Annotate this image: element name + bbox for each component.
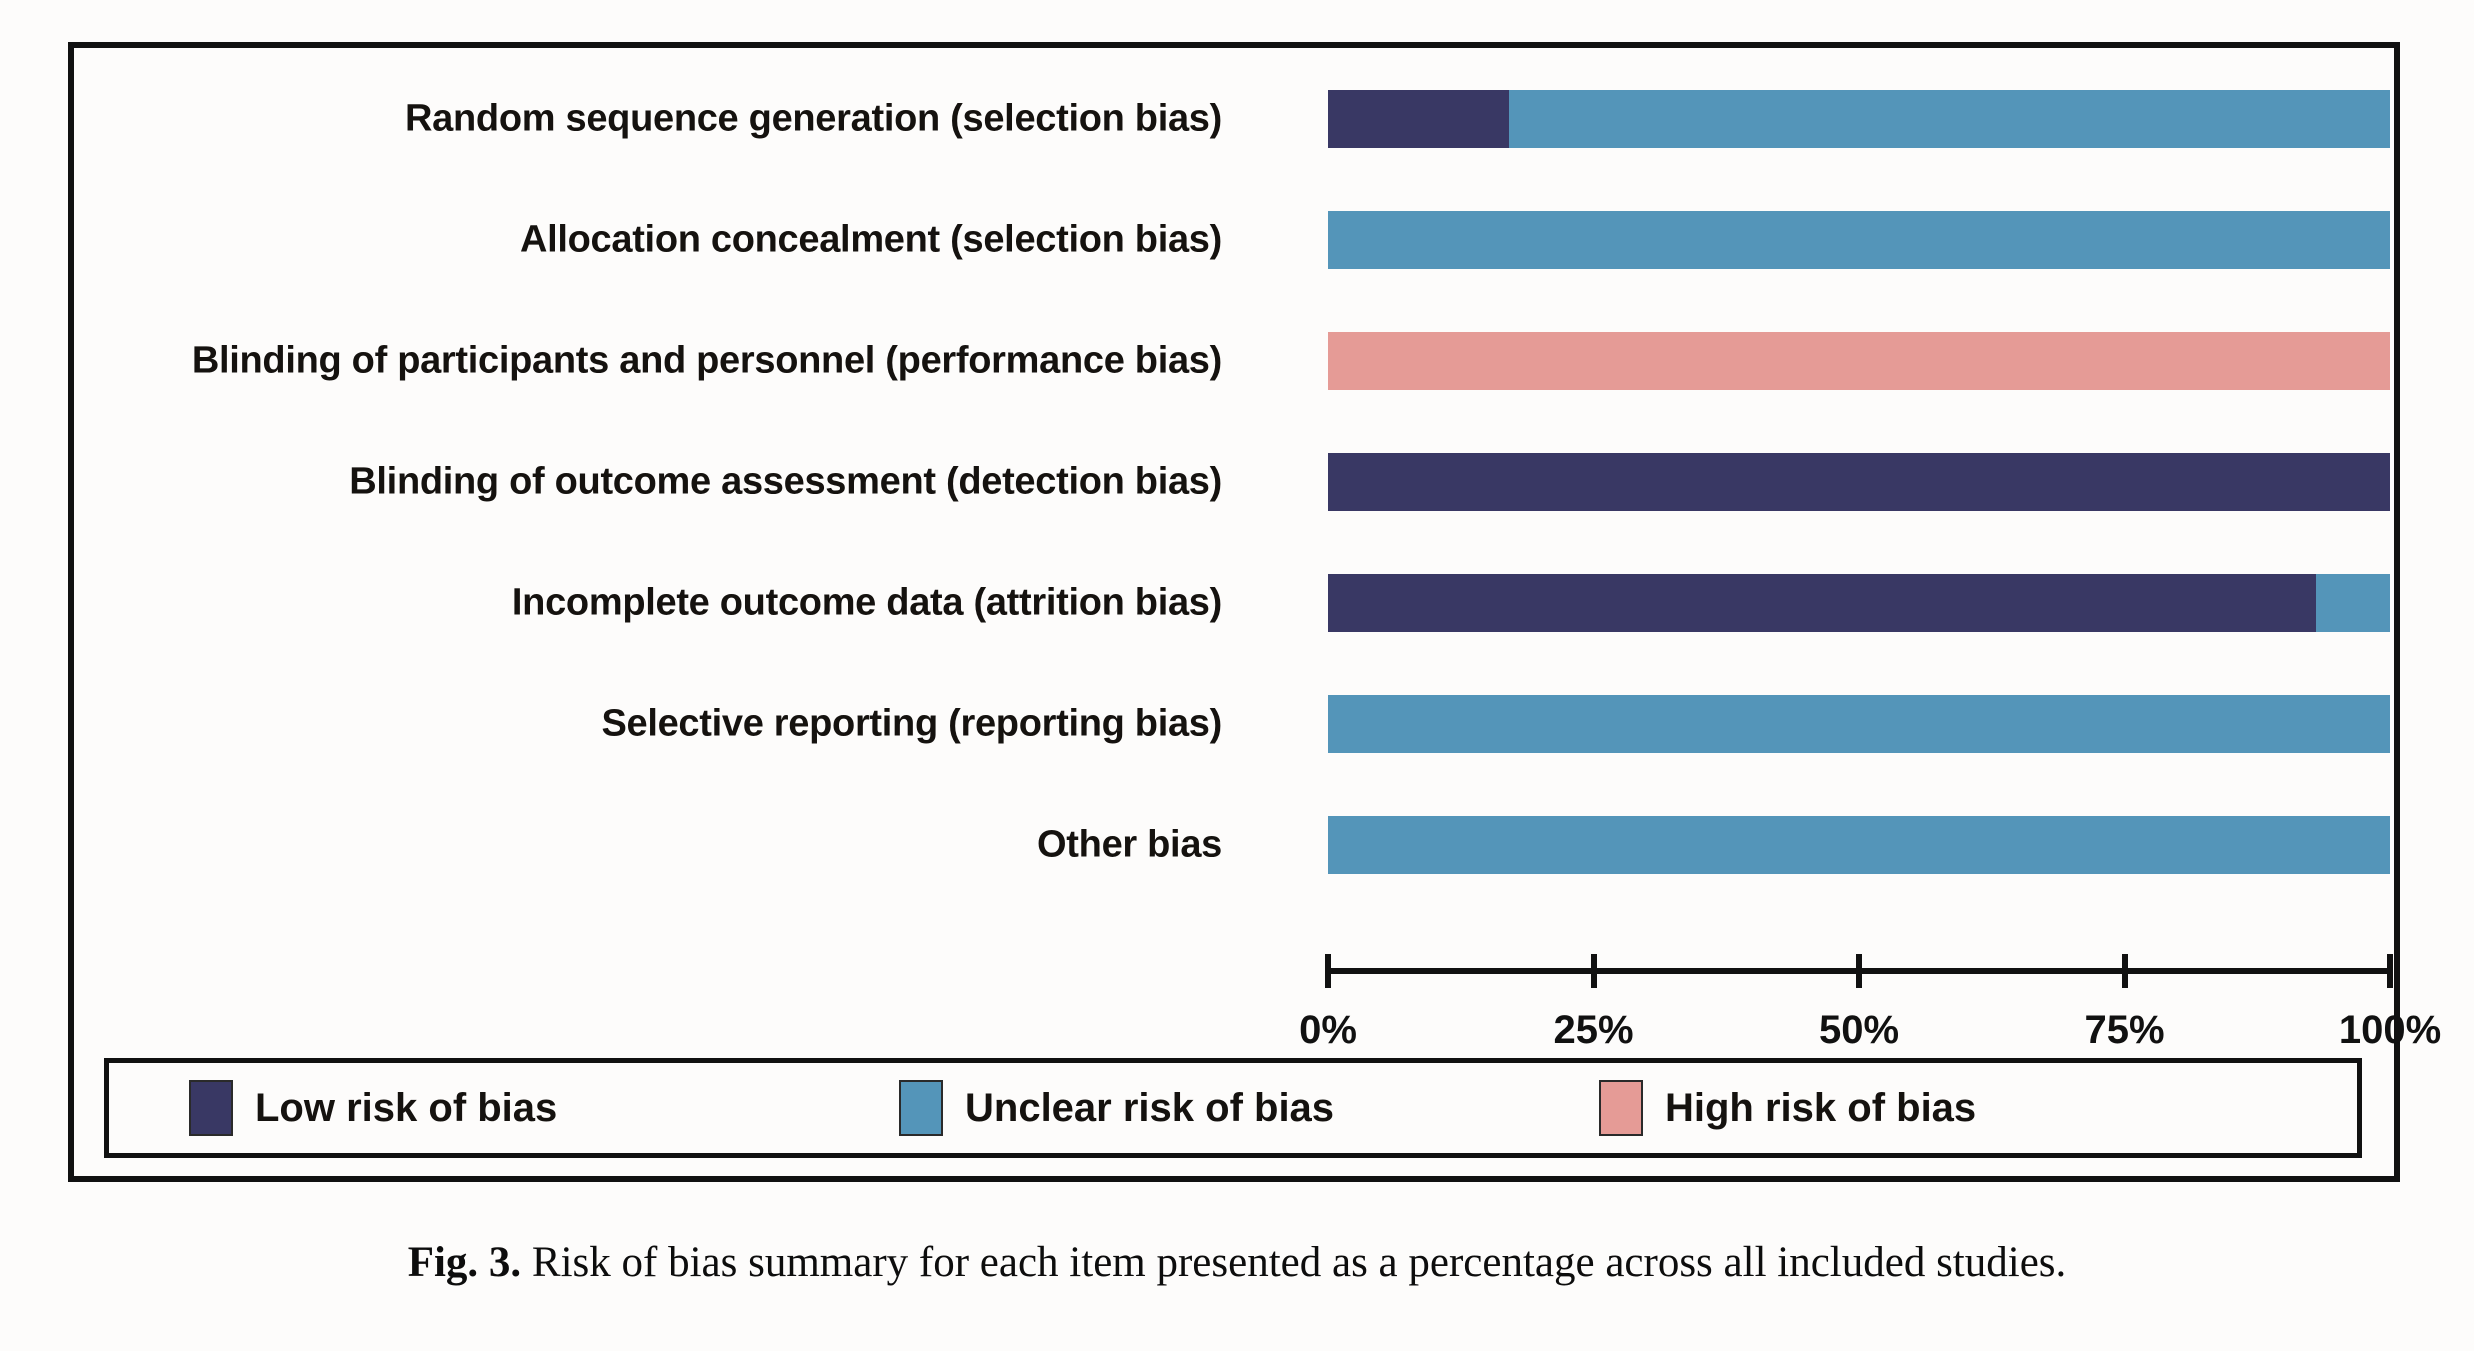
axis-tick bbox=[1856, 954, 1862, 988]
axis-tick-label: 50% bbox=[1818, 1008, 1900, 1052]
legend-item-high[interactable]: High risk of bias bbox=[1599, 1080, 1976, 1136]
bar-track bbox=[1328, 90, 2390, 148]
axis-tick bbox=[1325, 954, 1331, 988]
bar-row-label: Blinding of participants and personnel (… bbox=[191, 339, 1222, 382]
bar-segment-unclear bbox=[1328, 816, 2390, 874]
legend-item-unclear[interactable]: Unclear risk of bias bbox=[899, 1080, 1334, 1136]
legend-label: High risk of bias bbox=[1665, 1085, 1977, 1130]
bar-row-label: Incomplete outcome data (attrition bias) bbox=[511, 581, 1222, 624]
bar-segment-unclear bbox=[1508, 90, 2390, 148]
axis-tick bbox=[1590, 954, 1597, 988]
bar-row: Blinding of outcome assessment (detectio… bbox=[74, 453, 2394, 511]
legend-swatch-low-icon bbox=[189, 1080, 233, 1136]
bar-track bbox=[1328, 574, 2390, 632]
caption-prefix: Fig. 3. bbox=[407, 1239, 522, 1286]
bar-track bbox=[1328, 816, 2390, 874]
axis-tick bbox=[2121, 954, 2128, 988]
bar-row-label: Random sequence generation (selection bi… bbox=[405, 97, 1222, 140]
axis-tick-label: 75% bbox=[2084, 1008, 2165, 1052]
bar-segment-unclear bbox=[2315, 574, 2390, 632]
bar-track bbox=[1328, 332, 2390, 390]
legend: Low risk of bias Unclear risk of bias High… bbox=[104, 1058, 2362, 1158]
bar-row-label: Selective reporting (reporting bias) bbox=[601, 702, 1222, 745]
bar-row: Allocation concealment (selection bias) bbox=[74, 211, 2394, 269]
axis-tick-label: 100% bbox=[2338, 1008, 2442, 1052]
bar-segment-unclear bbox=[1328, 695, 2390, 753]
caption-text: Risk of bias summary for each item prese… bbox=[531, 1239, 2067, 1286]
bar-row: Random sequence generation (selection bi… bbox=[74, 90, 2394, 148]
bar-segment-high bbox=[1328, 332, 2390, 390]
bar-row-label: Blinding of outcome assessment (detectio… bbox=[349, 460, 1222, 503]
legend-item-low[interactable]: Low risk of bias bbox=[189, 1080, 557, 1136]
bar-row-label: Allocation concealment (selection bias) bbox=[519, 218, 1222, 261]
legend-label: Unclear risk of bias bbox=[965, 1085, 1335, 1130]
axis-tick-label: 0% bbox=[1299, 1008, 1357, 1052]
bar-segment-unclear bbox=[1328, 211, 2390, 269]
axis-tick-label: 25% bbox=[1553, 1008, 1634, 1052]
bar-row: Selective reporting (reporting bias) bbox=[74, 695, 2394, 753]
bar-row-label: Other bias bbox=[1037, 823, 1222, 866]
legend-label: Low risk of bias bbox=[255, 1085, 558, 1130]
bar-segment-low bbox=[1328, 574, 2316, 632]
bar-segment-low bbox=[1328, 453, 2390, 511]
axis-tick bbox=[2387, 954, 2393, 988]
bar-track bbox=[1328, 695, 2390, 753]
bar-row: Blinding of participants and personnel (… bbox=[74, 332, 2394, 390]
figure-caption: Fig. 3. Risk of bias summary for each it… bbox=[0, 1238, 2474, 1287]
bar-segment-low bbox=[1328, 90, 1509, 148]
chart-frame: Random sequence generation (selection bi… bbox=[68, 42, 2441, 1182]
legend-swatch-unclear-icon bbox=[899, 1080, 943, 1136]
x-axis: 0% 25% 50% 75% 100% bbox=[1299, 954, 2441, 1052]
bar-track bbox=[1328, 211, 2390, 269]
plot-area: Random sequence generation (selection bi… bbox=[74, 48, 2394, 1176]
bar-track bbox=[1328, 453, 2390, 511]
legend-swatch-high-icon bbox=[1599, 1080, 1643, 1136]
bar-row: Other bias bbox=[74, 816, 2394, 874]
bar-row: Incomplete outcome data (attrition bias) bbox=[74, 574, 2394, 632]
